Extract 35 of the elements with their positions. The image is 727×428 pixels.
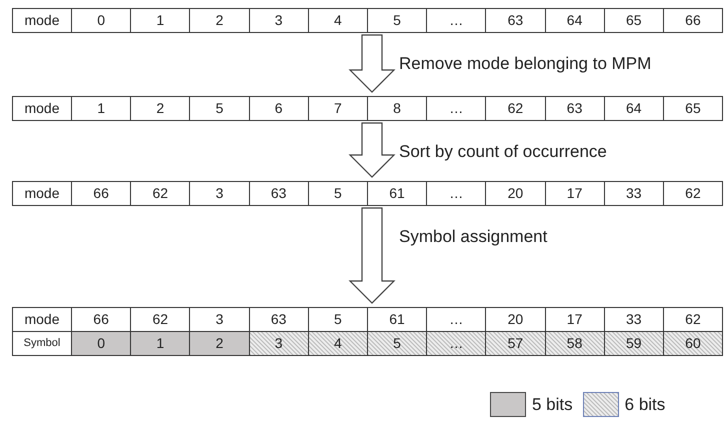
block-arrow <box>348 34 396 93</box>
table-cell: 65 <box>604 9 664 32</box>
table-cell: 4 <box>308 332 368 355</box>
mode-table <box>12 307 724 356</box>
table-cell: 58 <box>546 332 605 355</box>
table-cell: 17 <box>546 308 605 331</box>
table-cell: 0 <box>72 332 132 355</box>
table-cell: 1 <box>131 332 190 355</box>
table-cell: 33 <box>604 308 664 331</box>
table-cell: 57 <box>486 332 546 355</box>
table-cell: 3 <box>250 332 309 355</box>
table-cell: 64 <box>604 97 664 120</box>
mode-table <box>12 96 724 121</box>
legend-label: 6 bits <box>624 394 666 416</box>
table-cell: 6 <box>250 97 309 120</box>
table-cell: 63 <box>250 308 309 331</box>
table-cell: 3 <box>250 9 309 32</box>
mode-table <box>12 181 724 206</box>
table-cell: 63 <box>250 182 309 205</box>
edge-label: Sort by count of occurrence <box>399 143 607 160</box>
table-cell: 2 <box>190 332 250 355</box>
edge-label: Symbol assignment <box>399 228 548 245</box>
block-arrow <box>348 207 396 304</box>
table-cell: 33 <box>604 182 664 205</box>
table-cell: 17 <box>546 182 605 205</box>
edge-label: Remove mode belonging to MPM <box>399 55 652 72</box>
block-arrow <box>348 122 396 178</box>
legend-label: 5 bits <box>532 394 573 416</box>
table-cell: 64 <box>546 9 605 32</box>
table-cell: 63 <box>546 97 605 120</box>
mode-table <box>12 8 724 33</box>
table-cell: 59 <box>604 332 664 355</box>
table-cell: 5 <box>368 332 428 355</box>
table-cell: 60 <box>664 332 724 355</box>
table-cell: … <box>427 332 486 355</box>
